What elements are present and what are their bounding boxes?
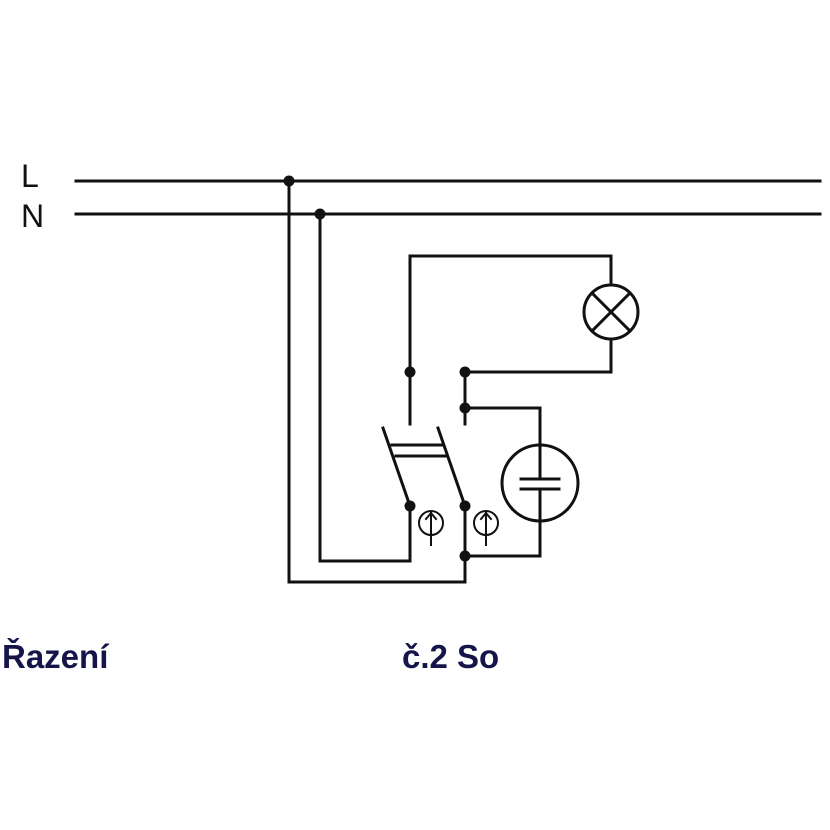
wire-indicator-bottom: [463, 518, 542, 558]
wire-lamp-top: [408, 254, 613, 426]
switch-blade-right: [436, 426, 467, 508]
label-neutral: N: [21, 198, 45, 234]
label-line: L: [21, 158, 39, 194]
indicator-lamp-icon: [500, 443, 580, 523]
lamp-cross-circle-icon: [582, 283, 640, 341]
caption-scheme-number: č.2 So: [402, 638, 500, 675]
wire-n-feed: [318, 212, 412, 563]
wire-lamp-return: [463, 337, 613, 426]
switch-blade-left: [381, 426, 412, 508]
junction-dots: [283, 175, 471, 562]
caption-wiring: Řazení: [2, 638, 109, 675]
illumination-icon-right: [473, 510, 499, 546]
wire-l-feed: [287, 179, 467, 584]
double-pole-switch-icon: [390, 443, 448, 458]
illumination-icon-left: [418, 510, 444, 546]
wire-indicator-top: [463, 406, 542, 447]
